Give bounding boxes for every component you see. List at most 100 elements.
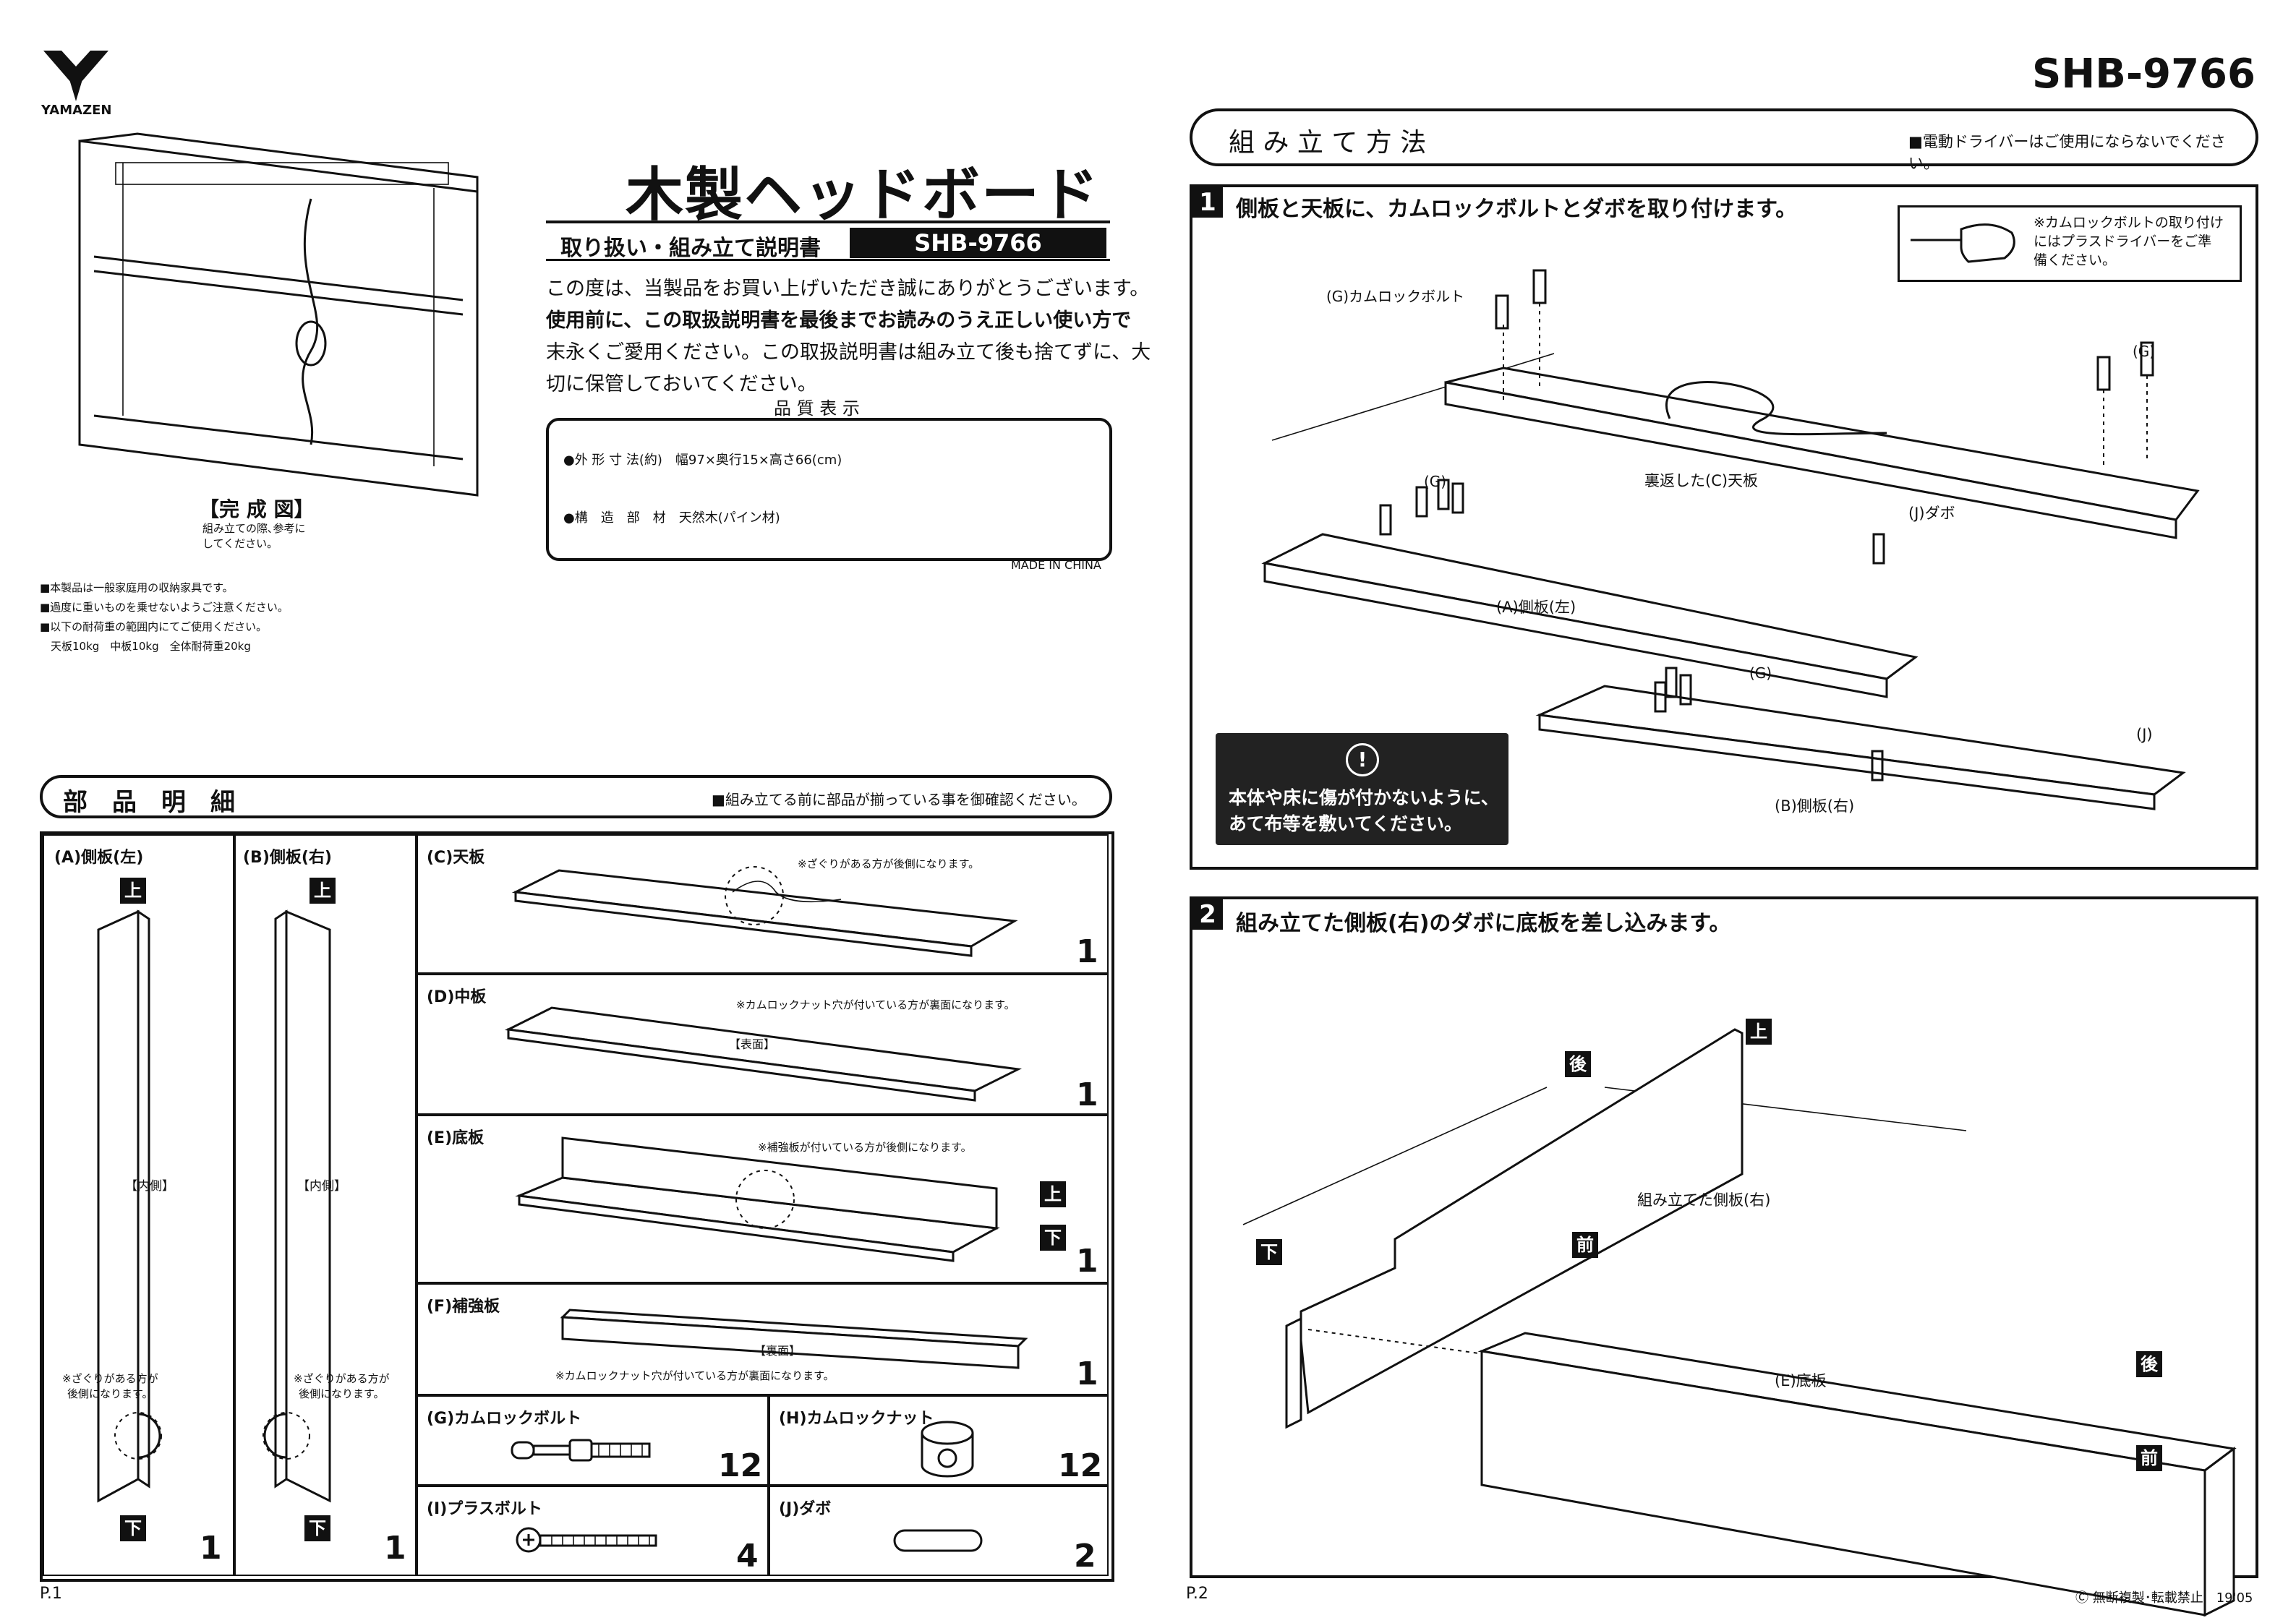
part-a-inner: 【内側】	[125, 1179, 174, 1194]
part-d-cell: (D)中板 ※カムロックナット穴が付いている方が裏面になります。 【表面】 1	[417, 974, 1109, 1115]
mark-down: 下	[1256, 1239, 1282, 1265]
step-2-panel: 2 組み立てた側板(右)のダボに底板を差し込みます。 上 後 下 前 組み立てた…	[1190, 896, 2258, 1617]
assembly-heading-bar: 組 み 立 て 方 法 ■電動ドライバーはご使用にならないでください。	[1190, 108, 2258, 172]
parts-grid: (A)側板(左) 上 【内側】 ※ざぐりがある方が 後側になります。 下 1 (…	[40, 831, 1114, 1582]
notice-line: ■本製品は一般家庭用の収納家具です。	[40, 581, 234, 594]
intro-line: 末永くご愛用ください。この取扱説明書は組み立て後も捨てずに、大	[546, 341, 1151, 364]
model-number: SHB-9766	[2032, 51, 2256, 98]
page-title: 木製ヘッドボード	[626, 161, 1100, 228]
intro-line: 使用前に、この取扱説明書を最後までお読みのうえ正しい使い方で	[546, 309, 1132, 332]
tip-box: ※カムロックボルトの取り付け にはプラスドライバーをご準 備ください。	[1898, 205, 2242, 282]
part-h-label: (H)カムロックナット	[779, 1410, 934, 1428]
intro-line: この度は、当製品をお買い上げいただき誠にありがとうございます。	[546, 278, 1150, 300]
part-b-label: (B)側板(右)	[243, 849, 332, 867]
part-b-top-mark: 上	[310, 878, 336, 904]
parts-note: ■組み立てる前に部品が揃っている事を御確認ください。	[712, 791, 1086, 808]
notice-line: ■過度に重いものを乗せないようご注意ください。	[40, 601, 289, 614]
complete-note: 組み立ての際､参考に してください。	[202, 522, 306, 550]
brand-logo: YAMAZEN	[40, 45, 112, 118]
step-2-number: 2	[1192, 899, 1223, 930]
part-c-label: (C)天板	[427, 849, 485, 867]
cam-nut-icon	[921, 1421, 974, 1478]
title-rule-bottom	[546, 259, 1110, 261]
tip-text: ※カムロックボルトの取り付け にはプラスドライバーをご準 備ください。	[2033, 215, 2224, 268]
warning-box: ! 本体や床に傷が付かないように、 あて布等を敷いてください。	[1216, 733, 1508, 845]
yamazen-logo-icon	[43, 51, 108, 101]
label-top-board: 裏返した(C)天板	[1644, 472, 1759, 489]
mark-front-2: 前	[2136, 1445, 2162, 1471]
part-d-label: (D)中板	[427, 988, 487, 1006]
step-2-drawing	[1242, 1028, 2237, 1617]
mark-top: 上	[1746, 1019, 1772, 1045]
label-g3: (G)	[1424, 473, 1447, 490]
model-badge: SHB-9766	[850, 228, 1106, 258]
part-e-qty: 1	[1076, 1243, 1098, 1280]
part-f-qty: 1	[1076, 1356, 1098, 1392]
part-g-qty: 12	[718, 1447, 763, 1484]
part-g-label: (G)カムロックボルト	[427, 1410, 582, 1428]
part-b-inner: 【内側】	[297, 1179, 346, 1194]
part-b-bottom-mark: 下	[304, 1515, 330, 1541]
notice-line: ■以下の耐荷重の範囲内にてご使用ください。	[40, 620, 268, 633]
part-f-label: (F)補強板	[427, 1298, 500, 1316]
part-d-face: 【表面】	[729, 1037, 776, 1051]
part-i-qty: 4	[736, 1538, 759, 1575]
part-c-note: ※ざぐりがある方が後側になります。	[798, 857, 980, 870]
warning-icon: !	[1346, 743, 1379, 776]
parts-heading: 部 品 明 細	[63, 788, 235, 817]
cam-bolt-icon	[511, 1439, 651, 1462]
part-j-qty: 2	[1074, 1538, 1096, 1575]
label-side-left: (A)側板(左)	[1496, 599, 1576, 616]
mark-back: 後	[1565, 1051, 1591, 1077]
part-d-drawing	[504, 1006, 1023, 1102]
part-a-qty: 1	[200, 1530, 222, 1567]
part-c-qty: 1	[1076, 933, 1098, 970]
copyright: Ⓒ 無断複製･転載禁止 19'05	[2075, 1590, 2253, 1606]
part-e-cell: (E)底板 ※補強板が付いている方が後側になります。 上 下 1	[417, 1115, 1109, 1283]
part-e-note: ※補強板が付いている方が後側になります。	[758, 1141, 972, 1154]
label-g4: (G)	[1749, 664, 1772, 682]
part-f-note: ※カムロックナット穴が付いている方が裏面になります。	[555, 1369, 835, 1382]
part-b-note: ※ざぐりがある方が 後側になります。	[294, 1372, 390, 1400]
part-a-cell: (A)側板(左) 上 【内側】 ※ざぐりがある方が 後側になります。 下 1	[43, 834, 234, 1576]
complete-drawing	[78, 132, 479, 497]
assembly-heading: 組 み 立 て 方 法	[1229, 128, 1427, 158]
part-h-cell: (H)カムロックナット 12	[769, 1395, 1109, 1486]
page-number-left: P.1	[40, 1585, 62, 1603]
part-d-qty: 1	[1076, 1076, 1098, 1113]
part-e-bottom-mark: 下	[1040, 1225, 1066, 1251]
mark-back-2: 後	[2136, 1351, 2162, 1377]
part-e-drawing	[515, 1136, 1000, 1262]
title-rule	[546, 220, 1110, 223]
part-d-note: ※カムロックナット穴が付いている方が裏面になります。	[736, 998, 1015, 1011]
part-j-label: (J)ダボ	[779, 1500, 832, 1518]
label-bottom-board: (E)底板	[1775, 1372, 1827, 1389]
quality-material: ●構 造 部 材 天然木(パイン材)	[563, 510, 780, 526]
subtitle: 取り扱い・組み立て説明書	[560, 236, 821, 261]
part-b-qty: 1	[384, 1530, 406, 1567]
part-e-label: (E)底板	[427, 1129, 485, 1147]
quality-box: ●外 形 寸 法(約) 幅97×奥行15×高さ66(cm) ●構 造 部 材 天…	[546, 418, 1112, 561]
phillips-bolt-icon	[516, 1527, 657, 1553]
label-g2: (G)	[2133, 343, 2156, 360]
part-a-label: (A)側板(左)	[54, 849, 144, 867]
label-side-right: (B)側板(右)	[1775, 797, 1855, 815]
step-1-text: 側板と天板に、カムロックボルトとダボを取り付けます。	[1236, 197, 1798, 222]
complete-label: 【完 成 図】	[199, 497, 315, 521]
part-b-drawing	[263, 909, 331, 1503]
screwdriver-icon	[1911, 223, 2015, 263]
notices: ■本製品は一般家庭用の収納家具です。 ■過度に重いものを乗せないようご注意くださ…	[40, 578, 289, 656]
part-a-top-mark: 上	[120, 878, 146, 904]
step-2-text: 組み立てた側板(右)のダボに底板を差し込みます。	[1236, 911, 1731, 936]
assembly-note: ■電動ドライバーはご使用にならないでください。	[1908, 133, 2226, 172]
step-1-drawing	[1261, 269, 2200, 810]
part-g-cell: (G)カムロックボルト 12	[417, 1395, 769, 1486]
intro-text: この度は、当製品をお買い上げいただき誠にありがとうございます。 使用前に、この取…	[546, 273, 1151, 401]
label-dowel2: (J)	[2136, 726, 2153, 743]
part-i-label: (I)プラスボルト	[427, 1500, 542, 1518]
step-1-panel: 1 側板と天板に、カムロックボルトとダボを取り付けます。 ※カムロックボルトの取…	[1190, 184, 2258, 870]
part-f-cell: (F)補強板 【裏面】 ※カムロックナット穴が付いている方が裏面になります。 1	[417, 1283, 1109, 1395]
part-b-cell: (B)側板(右) 上 【内側】 ※ざぐりがある方が 後側になります。 下 1	[234, 834, 417, 1576]
notice-line: 天板10kg 中板10kg 全体耐荷重20kg	[40, 640, 251, 653]
part-e-top-mark: 上	[1040, 1181, 1066, 1207]
